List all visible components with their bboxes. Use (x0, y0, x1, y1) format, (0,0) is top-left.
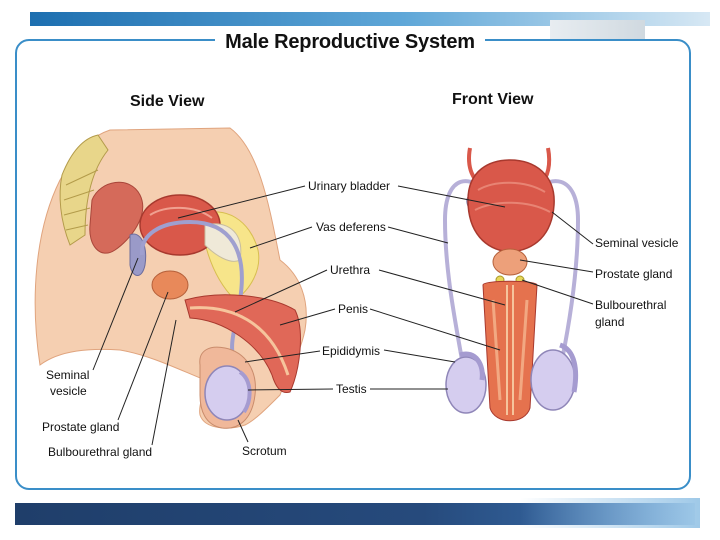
label-vas-deferens: Vas deferens (316, 220, 386, 234)
label-bulbourethral-front-line1: Bulbourethral (595, 298, 666, 312)
label-bulbourethral-front-line2: gland (595, 315, 624, 329)
label-penis: Penis (338, 302, 368, 316)
label-testis: Testis (336, 382, 367, 396)
label-prostate-gland-side: Prostate gland (42, 420, 119, 434)
label-seminal-vesicle-side-line1: Seminal (46, 368, 89, 382)
label-epididymis: Epididymis (322, 344, 380, 358)
label-bulbourethral-gland-side: Bulbourethral gland (48, 445, 152, 459)
label-urinary-bladder: Urinary bladder (308, 179, 390, 193)
label-urethra: Urethra (330, 263, 370, 277)
label-seminal-vesicle-front: Seminal vesicle (595, 236, 678, 250)
label-scrotum: Scrotum (242, 444, 287, 458)
label-prostate-gland-front: Prostate gland (595, 267, 672, 281)
front-view-illustration (445, 148, 578, 421)
bottom-decor-highlight (520, 498, 700, 528)
label-seminal-vesicle-side-line2: vesicle (50, 384, 87, 398)
